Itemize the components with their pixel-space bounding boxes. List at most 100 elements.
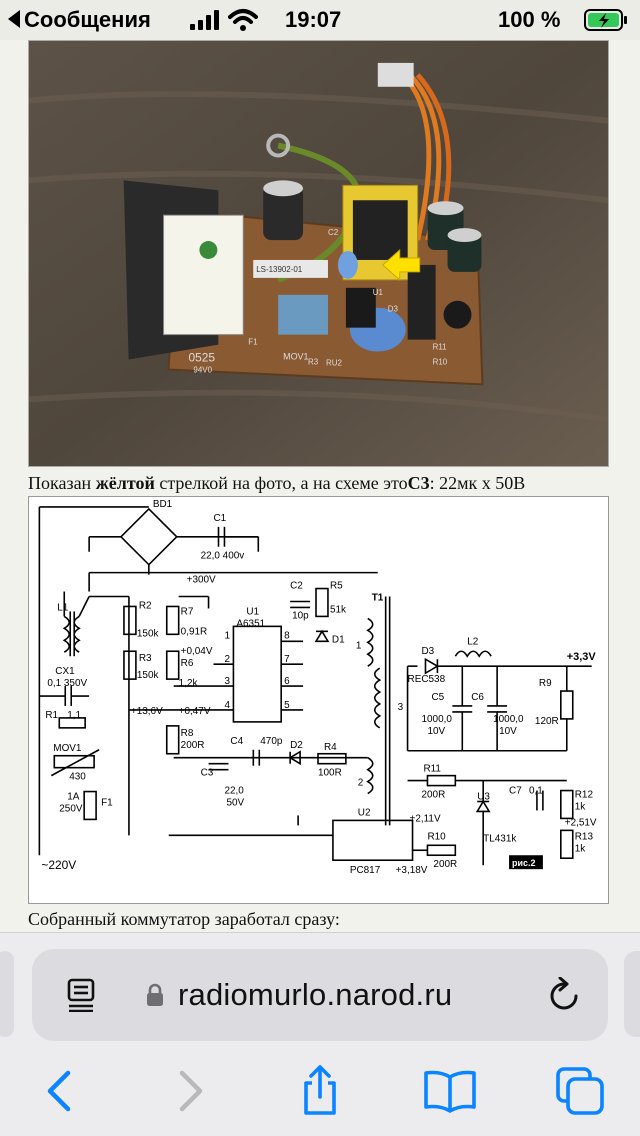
- book-icon: [424, 1070, 476, 1113]
- article-note: Собранный коммутатор заработал сразу:: [28, 909, 340, 929]
- photo-ru2: RU2: [326, 358, 342, 367]
- photo-board-code: 0525: [188, 350, 215, 364]
- sch-c1: C1: [214, 513, 227, 524]
- sch-u1v: A6351: [236, 618, 265, 629]
- tabs-icon: [556, 1067, 604, 1115]
- sch-bd1: BD1: [153, 499, 173, 510]
- schematic-drawing: BD1 C1 22,0 400v +300V L1 CX1 0,1 350V R…: [38, 499, 597, 876]
- address-bar[interactable]: radiomurlo.narod.ru: [32, 949, 608, 1041]
- sch-r2: R2: [139, 600, 152, 611]
- sch-r6: R6: [181, 658, 194, 669]
- battery-charging-icon: [584, 9, 627, 31]
- sch-p6: 6: [284, 676, 290, 687]
- cellular-signal-icon: [190, 10, 219, 30]
- sch-c3v2: 50V: [226, 797, 244, 808]
- sch-u3v: TL431k: [483, 833, 516, 844]
- back-to-app-link[interactable]: Сообщения: [8, 7, 151, 33]
- sch-mov1: MOV1: [53, 743, 82, 754]
- photo-r10: R10: [433, 357, 448, 366]
- sch-v047: +0,47V: [179, 706, 211, 717]
- sch-u2v: PC817: [350, 865, 381, 876]
- sch-r11: R11: [423, 764, 441, 775]
- sch-r10: R10: [427, 831, 446, 842]
- sch-w3: 3: [398, 702, 404, 713]
- tabs-button[interactable]: [552, 1063, 608, 1119]
- share-icon: [304, 1065, 336, 1115]
- sch-u2: U2: [358, 807, 371, 818]
- sch-c4v: 470p: [260, 736, 283, 747]
- sch-c4: C4: [230, 736, 243, 747]
- sch-r2v: 150k: [137, 628, 159, 639]
- sch-r5v: 51k: [330, 604, 346, 615]
- sch-mov1v: 430: [69, 772, 86, 783]
- clock: 19:07: [285, 7, 342, 32]
- photo-r11: R11: [433, 343, 448, 352]
- sch-c6v2: 10V: [499, 726, 517, 737]
- sch-r7: R7: [181, 606, 194, 617]
- lock-icon: [147, 983, 163, 1006]
- previous-tab-peek[interactable]: [0, 951, 14, 1037]
- sch-u3: U3: [477, 792, 490, 803]
- sch-d3: D3: [421, 646, 434, 657]
- sch-r9v: 120R: [535, 716, 559, 727]
- sch-r9: R9: [539, 678, 552, 689]
- sch-d3v: REC538: [408, 674, 446, 685]
- sch-p2: 2: [224, 654, 230, 665]
- navigation-row: [0, 1063, 640, 1123]
- caption-part2: стрелкой на фото, а на схеме это: [154, 473, 408, 493]
- sch-c2: C2: [290, 581, 303, 592]
- sch-d1: D1: [332, 634, 345, 645]
- forward-button[interactable]: [162, 1063, 218, 1119]
- sch-p4: 4: [224, 700, 230, 711]
- schematic-image: BD1 C1 22,0 400v +300V L1 CX1 0,1 350V R…: [28, 496, 609, 904]
- sch-v251: +2,51V: [565, 817, 597, 828]
- sch-v318: +3,18V: [396, 865, 428, 876]
- pcb-photo-drawing: 0525 94V0 MOV1 R3 RU2 F1 D3 R10 R11 U1 C…: [29, 41, 608, 466]
- photo-d3: D3: [388, 305, 399, 314]
- bookmarks-button[interactable]: [422, 1063, 478, 1119]
- sch-r3: R3: [139, 653, 152, 664]
- sch-v004: +0,04V: [181, 646, 213, 657]
- sch-v211: +2,11V: [410, 813, 441, 824]
- next-tab-peek[interactable]: [624, 951, 640, 1037]
- sch-l1: L1: [57, 602, 69, 613]
- share-button[interactable]: [292, 1063, 348, 1119]
- sch-c1v: 22,0 400v: [201, 551, 245, 562]
- sch-f1v2: 250V: [59, 803, 83, 814]
- page-menu-icon[interactable]: [66, 978, 96, 1012]
- wifi-icon: [228, 9, 258, 31]
- sch-r13v: 1k: [575, 843, 586, 854]
- back-button[interactable]: [32, 1063, 88, 1119]
- sch-r4v: 100R: [318, 768, 342, 779]
- pcb-photo: 0525 94V0 MOV1 R3 RU2 F1 D3 R10 R11 U1 C…: [28, 40, 609, 467]
- sch-w1: 1: [356, 640, 362, 651]
- sch-cx1v: 0,1 350V: [47, 678, 87, 689]
- sch-r1v: 1,1: [67, 710, 81, 721]
- chevron-left-icon: [47, 1070, 71, 1112]
- sch-c7: C7: [509, 786, 522, 797]
- sch-c7v: 0,1: [529, 786, 543, 797]
- reload-icon[interactable]: [548, 977, 580, 1013]
- sch-p5: 5: [284, 700, 290, 711]
- sch-l2: L2: [467, 636, 479, 647]
- sch-v33: +3,3V: [567, 651, 597, 663]
- sch-r12v: 1k: [575, 801, 586, 812]
- url-text[interactable]: radiomurlo.narod.ru: [178, 977, 453, 1012]
- photo-r3: R3: [308, 357, 319, 366]
- photo-c2: C2: [328, 228, 339, 237]
- caption-bold1: жёлтой: [95, 473, 155, 493]
- photo-board-mark: 94V0: [193, 365, 212, 374]
- sch-c6v1: 1000,0: [493, 714, 524, 725]
- photo-caption: Показан жёлтой стрелкой на фото, а на сх…: [28, 470, 640, 496]
- browser-toolbar: radiomurlo.narod.ru: [0, 932, 640, 1136]
- caption-bold2: C3: [407, 473, 430, 493]
- sch-cx1: CX1: [55, 666, 75, 677]
- sch-ac: ~220V: [41, 858, 76, 872]
- sch-c3v1: 22,0: [224, 786, 244, 797]
- sch-r6v: 1,2k: [179, 678, 198, 689]
- photo-f1: F1: [248, 338, 258, 347]
- caption-part1: Показан: [28, 473, 96, 493]
- sch-c5v2: 10V: [427, 726, 445, 737]
- sch-d2: D2: [290, 740, 303, 751]
- sch-c6: C6: [471, 692, 484, 703]
